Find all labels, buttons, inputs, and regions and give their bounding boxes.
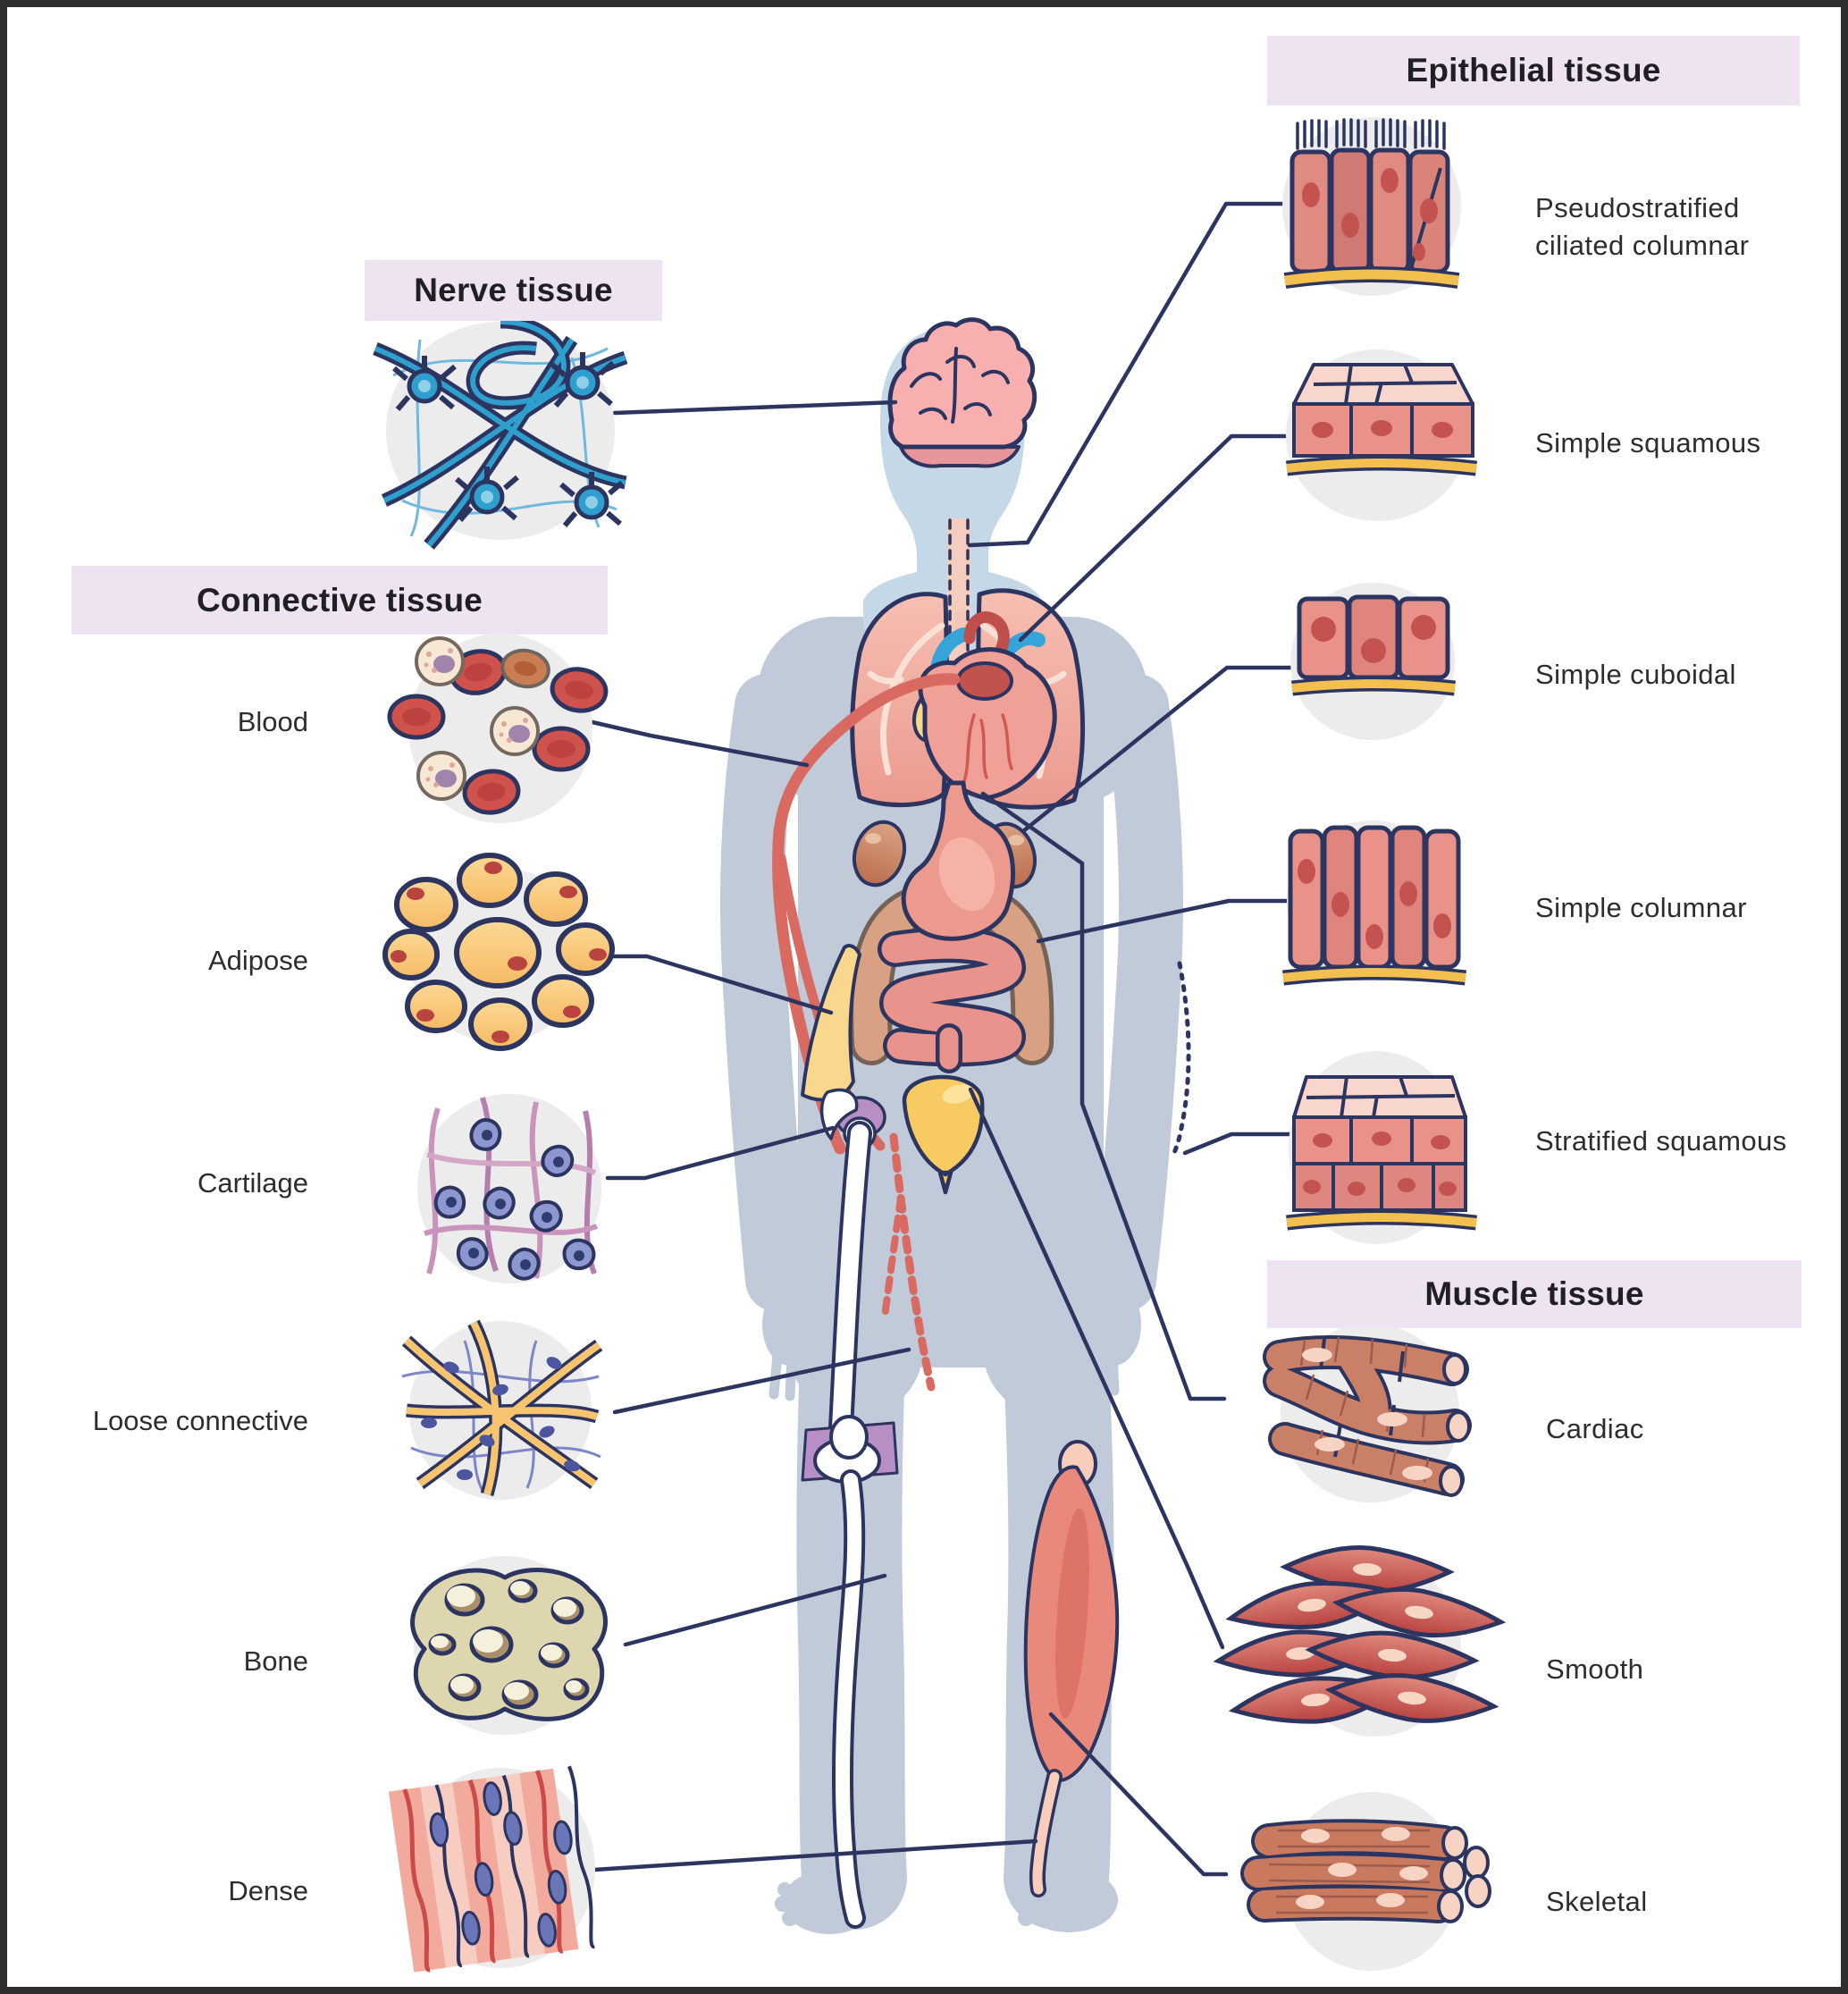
- label-skeletal: Skeletal: [1546, 1886, 1648, 1917]
- smooth-illustration: [1213, 1545, 1507, 1737]
- connector-simple-columnar: [1036, 898, 1291, 944]
- hip-and-femur: [801, 1088, 899, 1929]
- label-stratified-squamous: Stratified squamous: [1535, 1125, 1787, 1157]
- connector-bone: [623, 1573, 887, 1647]
- connector-adipose: [607, 954, 834, 1015]
- connector-pseudostratified: [967, 201, 1288, 548]
- connector-cartilage: [605, 1125, 836, 1181]
- bone-pores: [428, 1578, 590, 1710]
- red-blood-cells: [387, 648, 609, 815]
- label-simple-cuboidal: Simple cuboidal: [1535, 659, 1736, 690]
- fat-pad: [801, 944, 861, 1102]
- nerve-tissue-header: Nerve tissue: [365, 260, 662, 321]
- epithelial-tissue-header-label: Epithelial tissue: [1406, 52, 1661, 88]
- small-intestine: [878, 927, 1026, 1073]
- label-simple-columnar: Simple columnar: [1535, 892, 1747, 923]
- connective-tissue-header-label: Connective tissue: [196, 581, 483, 618]
- white-blood-cells: [415, 636, 540, 801]
- connector-nerve: [612, 400, 898, 416]
- brain: [887, 317, 1037, 468]
- bone-illustration: [410, 1556, 608, 1735]
- nerve-illustration: [373, 315, 628, 550]
- adipose-illustration: [382, 853, 615, 1051]
- connector-loose: [612, 1347, 911, 1415]
- label-bone: Bone: [243, 1645, 308, 1677]
- chondrocytes: [433, 1117, 596, 1281]
- simple-cuboidal-illustration: [1290, 583, 1456, 740]
- label-pseudostratified: Pseudostratified ciliated columnar: [1535, 192, 1750, 261]
- label-smooth: Smooth: [1546, 1653, 1644, 1685]
- neuron-bodies: [392, 352, 624, 527]
- pseudostratified-illustration: [1282, 117, 1461, 296]
- calf-muscle: [1023, 1440, 1120, 1897]
- connector-stratified-squamous: [1182, 1132, 1294, 1156]
- label-blood: Blood: [237, 706, 308, 737]
- blood-illustration: [387, 634, 609, 823]
- connectors: [590, 201, 1294, 1877]
- connector-simple-squamous: [1018, 433, 1288, 643]
- heart: [911, 611, 1057, 801]
- simple-squamous-illustration: [1286, 349, 1477, 521]
- stratified-squamous-illustration: [1286, 1051, 1477, 1244]
- dense-illustration: [388, 1765, 596, 1973]
- simple-columnar-illustration: [1282, 820, 1466, 986]
- label-dense: Dense: [228, 1875, 308, 1906]
- label-simple-squamous: Simple squamous: [1535, 427, 1761, 459]
- skin-line: [1172, 961, 1191, 1156]
- connector-blood: [590, 719, 810, 768]
- connector-dense: [592, 1838, 1038, 1872]
- label-cardiac: Cardiac: [1546, 1413, 1644, 1444]
- epithelial-tissue-header: Epithelial tissue: [1267, 36, 1800, 105]
- muscle-tissue-header: Muscle tissue: [1267, 1260, 1802, 1328]
- connective-tissue-header: Connective tissue: [71, 566, 608, 635]
- label-loose-connective: Loose connective: [92, 1405, 308, 1436]
- cartilage-illustration: [417, 1094, 601, 1283]
- connector-simple-cuboidal: [1021, 665, 1294, 834]
- organs: [772, 317, 1191, 1929]
- nerve-tissue-header-label: Nerve tissue: [414, 272, 613, 308]
- femoral-artery: [881, 1132, 936, 1392]
- loose-connective-illustration: [401, 1319, 603, 1500]
- connector-cardiac: [980, 791, 1227, 1401]
- skeletal-illustration: [1240, 1792, 1491, 1971]
- label-adipose: Adipose: [207, 945, 308, 976]
- muscle-tissue-header-label: Muscle tissue: [1424, 1275, 1644, 1312]
- bladder: [902, 1074, 985, 1195]
- connector-skeletal: [1048, 1712, 1229, 1877]
- stomach: [901, 780, 1016, 941]
- cardiac-illustration: [1263, 1324, 1472, 1502]
- connector-smooth: [968, 1087, 1225, 1650]
- label-cartilage: Cartilage: [197, 1167, 308, 1199]
